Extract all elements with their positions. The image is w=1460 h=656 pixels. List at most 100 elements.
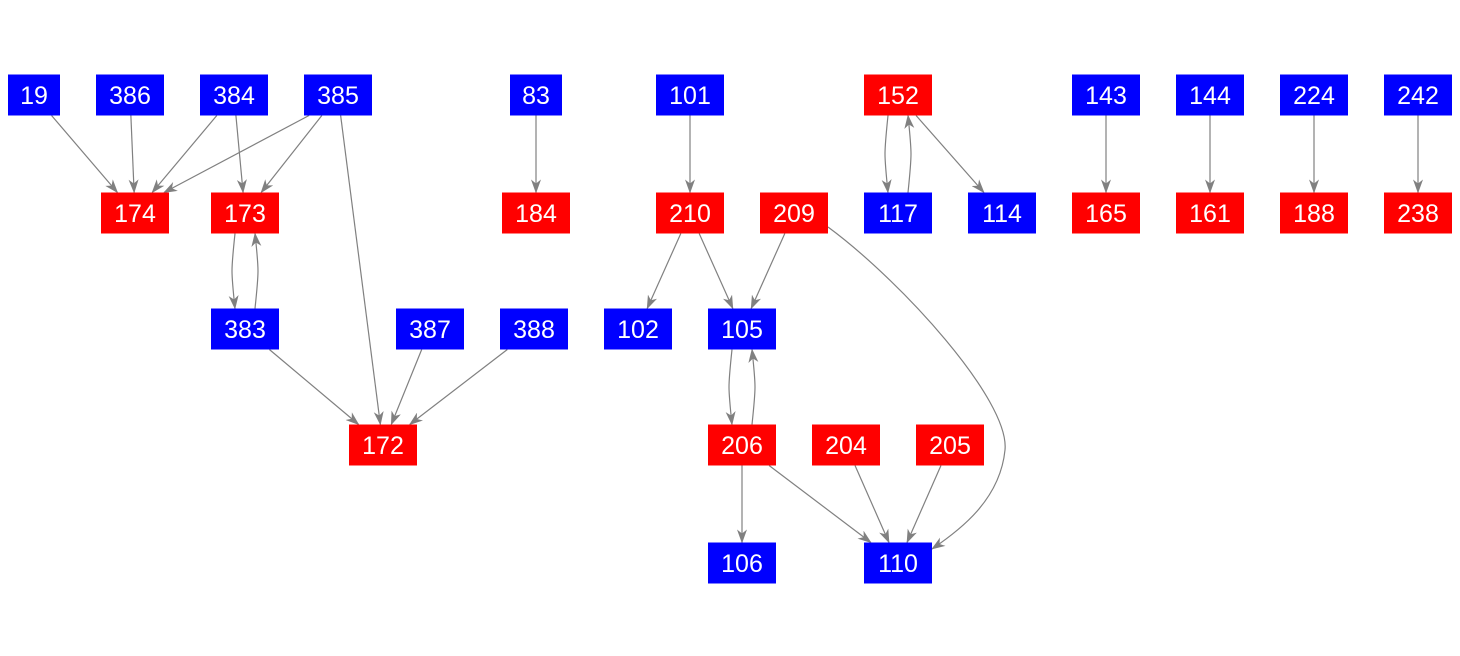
edge-117-to-152 xyxy=(904,114,915,193)
node-label: 174 xyxy=(114,200,156,228)
node-144: 144 xyxy=(1176,74,1244,116)
node-label: 206 xyxy=(721,432,763,460)
node-174: 174 xyxy=(101,192,169,234)
node-box xyxy=(1176,192,1244,234)
node-188: 188 xyxy=(1280,192,1348,234)
edge-385-to-173 xyxy=(260,115,323,194)
node-205: 205 xyxy=(916,424,984,466)
edge-383-to-173 xyxy=(251,232,262,309)
node-label: 188 xyxy=(1293,200,1335,228)
node-117: 117 xyxy=(864,192,932,234)
node-box xyxy=(200,74,268,116)
node-388: 388 xyxy=(500,308,568,350)
node-106: 106 xyxy=(708,542,776,584)
edge-386-to-174 xyxy=(128,115,139,194)
node-box xyxy=(500,308,568,350)
node-label: 117 xyxy=(878,200,918,228)
node-383: 383 xyxy=(211,308,279,350)
node-label: 388 xyxy=(513,316,555,344)
node-label: 172 xyxy=(362,432,404,460)
node-label: 383 xyxy=(224,316,266,344)
node-label: 184 xyxy=(515,200,557,228)
node-box xyxy=(708,308,776,350)
node-label: 386 xyxy=(109,82,151,110)
edge-152-to-114 xyxy=(915,115,985,194)
node-242: 242 xyxy=(1384,74,1452,116)
node-19: 19 xyxy=(8,74,60,116)
edge-173-to-383 xyxy=(228,233,239,310)
node-label: 204 xyxy=(825,432,867,460)
edge-388-to-172 xyxy=(408,349,508,426)
node-box xyxy=(1072,192,1140,234)
edge-383-to-172 xyxy=(269,349,360,426)
node-102: 102 xyxy=(604,308,672,350)
node-label: 210 xyxy=(669,200,711,228)
node-label: 143 xyxy=(1085,82,1127,110)
edge-384-to-174 xyxy=(151,115,218,194)
node-box xyxy=(812,424,880,466)
node-label: 110 xyxy=(878,550,918,578)
node-box xyxy=(502,192,570,234)
node-385: 385 xyxy=(304,74,372,116)
node-box xyxy=(1280,192,1348,234)
node-143: 143 xyxy=(1072,74,1140,116)
edge-206-to-110 xyxy=(768,465,872,544)
edge-385-to-172 xyxy=(340,115,384,426)
node-box xyxy=(101,192,169,234)
node-box xyxy=(916,424,984,466)
node-label: 385 xyxy=(317,82,359,110)
node-box xyxy=(211,308,279,350)
node-label: 387 xyxy=(409,316,451,344)
edge-210-to-102 xyxy=(646,233,682,310)
node-165: 165 xyxy=(1072,192,1140,234)
node-box xyxy=(864,542,932,584)
node-label: 152 xyxy=(877,82,919,110)
node-box xyxy=(211,192,279,234)
node-114: 114 xyxy=(968,192,1036,234)
node-label: 173 xyxy=(224,200,266,228)
node-110: 110 xyxy=(864,542,932,584)
node-label: 19 xyxy=(20,82,48,110)
edge-152-to-117 xyxy=(881,115,892,194)
edge-206-to-105 xyxy=(748,348,759,425)
node-label: 83 xyxy=(522,82,550,110)
node-238: 238 xyxy=(1384,192,1452,234)
node-206: 206 xyxy=(708,424,776,466)
node-101: 101 xyxy=(656,74,724,116)
node-184: 184 xyxy=(502,192,570,234)
node-label: 205 xyxy=(929,432,971,460)
node-83: 83 xyxy=(510,74,562,116)
node-label: 209 xyxy=(773,200,815,228)
node-161: 161 xyxy=(1176,192,1244,234)
node-label: 224 xyxy=(1293,82,1335,110)
node-label: 102 xyxy=(617,316,659,344)
node-box xyxy=(864,192,932,234)
edge-210-to-105 xyxy=(698,233,734,310)
nodes-layer: 19 386 384 385 83 101 152 143 144 224 242 174 173 184… xyxy=(8,74,1452,584)
node-box xyxy=(1384,192,1452,234)
node-box xyxy=(510,74,562,116)
node-384: 384 xyxy=(200,74,268,116)
edges-layer xyxy=(51,114,1423,550)
node-210: 210 xyxy=(656,192,724,234)
node-label: 242 xyxy=(1397,82,1439,110)
node-box xyxy=(396,308,464,350)
node-105: 105 xyxy=(708,308,776,350)
node-173: 173 xyxy=(211,192,279,234)
node-box xyxy=(656,74,724,116)
node-204: 204 xyxy=(812,424,880,466)
node-label: 114 xyxy=(982,200,1022,228)
node-label: 161 xyxy=(1189,200,1231,228)
node-label: 101 xyxy=(669,82,711,110)
node-152: 152 xyxy=(864,74,932,116)
node-label: 144 xyxy=(1189,82,1231,110)
node-172: 172 xyxy=(349,424,417,466)
node-label: 105 xyxy=(721,316,763,344)
node-box xyxy=(304,74,372,116)
node-box xyxy=(1176,74,1244,116)
edge-385-to-174 xyxy=(163,114,310,194)
node-209: 209 xyxy=(760,192,828,234)
node-224: 224 xyxy=(1280,74,1348,116)
node-box xyxy=(864,74,932,116)
